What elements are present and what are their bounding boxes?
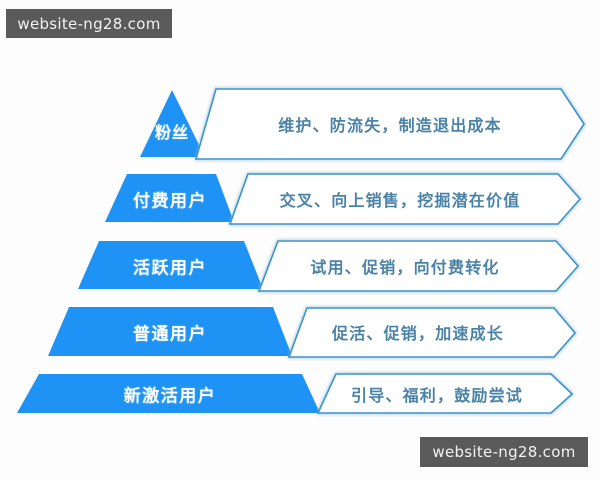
pyramid-tier-4[interactable] — [48, 307, 292, 356]
watermark-bottom: website-ng28.com — [420, 437, 588, 467]
pyramid-tier-3[interactable] — [78, 241, 263, 289]
strategy-banner-4[interactable] — [287, 307, 577, 358]
pyramid-tier-1[interactable] — [140, 90, 205, 157]
strategy-banner-2[interactable] — [228, 173, 582, 225]
strategy-banner-3[interactable] — [257, 240, 580, 292]
pyramid-tier-2[interactable] — [105, 174, 234, 222]
strategy-banner-5[interactable] — [316, 373, 574, 414]
pyramid-tier-5[interactable] — [17, 374, 320, 413]
watermark-top: website-ng28.com — [6, 9, 172, 38]
strategy-banner-1[interactable] — [194, 88, 585, 160]
